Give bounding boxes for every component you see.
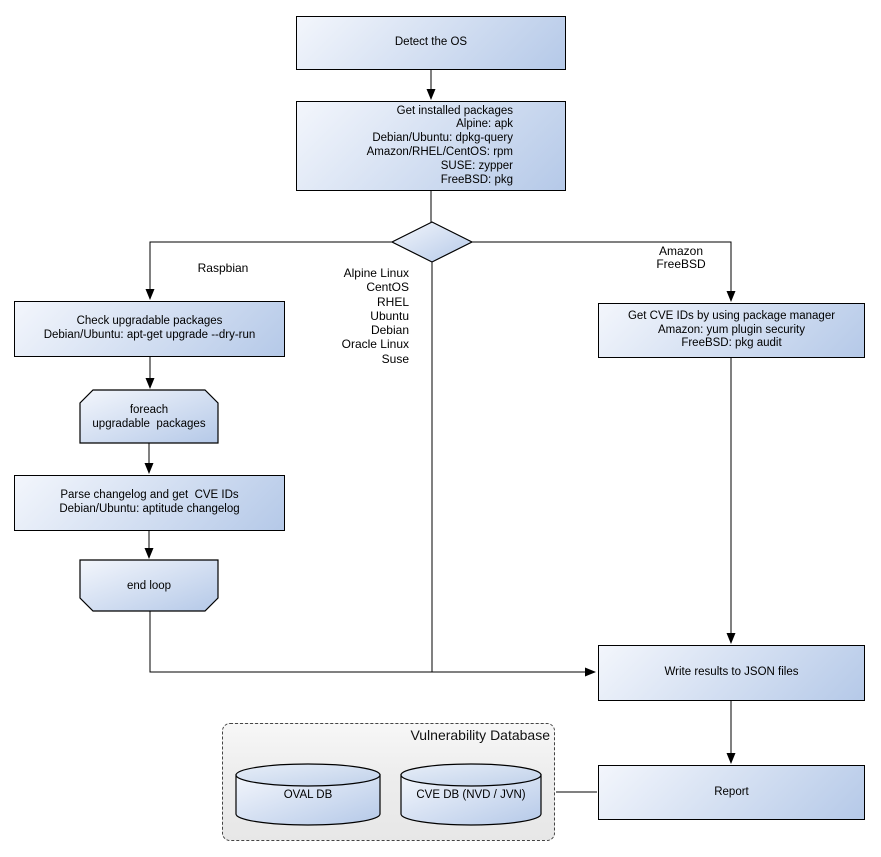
connectors [144, 70, 736, 793]
node-write-results-label: Write results to JSON files [664, 666, 799, 679]
branch-label-raspbian: Raspbian [197, 261, 249, 275]
node-get-cve-ids-label: Get CVE IDs by using package manager Ama… [627, 309, 836, 350]
os-decision-diamond [390, 221, 474, 263]
node-parse-changelog: Parse changelog and get CVE IDs Debian/U… [14, 475, 285, 531]
node-get-cve-ids: Get CVE IDs by using package manager Ama… [598, 303, 865, 358]
node-get-installed-packages: Get installed packages Alpine: apk Debia… [296, 101, 566, 191]
node-parse-changelog-label: Parse changelog and get CVE IDs Debian/U… [59, 489, 240, 515]
node-detect-os-label: Detect the OS [394, 36, 468, 49]
node-detect-os: Detect the OS [296, 16, 566, 70]
node-report: Report [598, 765, 865, 820]
vulnerability-database-title: Vulnerability Database [410, 727, 550, 743]
oval-db-cylinder [235, 763, 381, 826]
node-write-results: Write results to JSON files [598, 645, 865, 701]
node-check-upgradable-label: Check upgradable packages Debian/Ubuntu:… [43, 315, 256, 341]
branch-label-amazon-freebsd: Amazon FreeBSD [656, 244, 706, 272]
node-get-installed-packages-label: Get installed packages Alpine: apk Debia… [366, 104, 513, 186]
cve-db-cylinder [400, 763, 542, 826]
end-loop-shape [79, 559, 219, 612]
edge-decision-to-check-upgradable [145, 241, 392, 300]
foreach-loop-shape [79, 389, 219, 444]
node-report-label: Report [714, 785, 749, 798]
edge-endloop-to-write-results [149, 611, 596, 677]
edge-decision-to-get-cve-ids [472, 241, 736, 302]
node-check-upgradable: Check upgradable packages Debian/Ubuntu:… [14, 301, 285, 357]
branch-label-os-list: Alpine Linux CentOS RHEL Ubuntu Debian O… [341, 266, 409, 366]
